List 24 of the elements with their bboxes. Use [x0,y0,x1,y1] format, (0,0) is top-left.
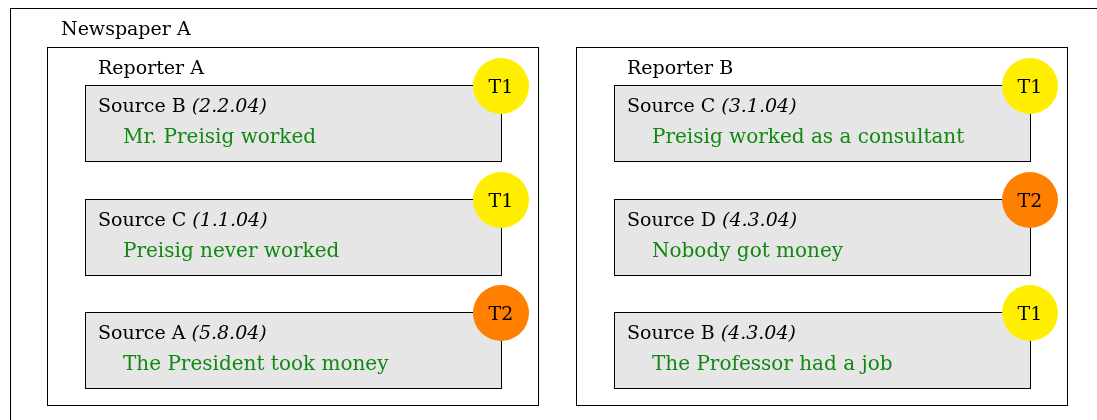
newspaper-panel [10,8,1097,420]
statement-text: Preisig worked as a consultant [652,124,965,148]
source-heading: Source A (5.8.04) [98,321,267,343]
tag-badge: T2 [473,285,529,341]
source-heading: Source C (1.1.04) [98,208,268,230]
statement-text: The Professor had a job [652,351,893,375]
source-heading: Source B (2.2.04) [98,94,267,116]
statement-text: Mr. Preisig worked [123,124,317,148]
source-heading: Source D (4.3.04) [627,208,798,230]
tag-badge: T1 [473,58,529,114]
statement-text: Preisig never worked [123,238,340,262]
tag-badge: T1 [1002,285,1058,341]
tag-badge: T2 [1002,172,1058,228]
reporter-panel [576,47,1068,406]
source-heading: Source C (3.1.04) [627,94,797,116]
statement-text: Nobody got money [652,238,844,262]
panel-heading: Reporter B [627,56,734,78]
tag-badge: T1 [1002,58,1058,114]
panel-heading: Newspaper A [61,17,191,39]
reporter-panel [47,47,539,406]
source-heading: Source B (4.3.04) [627,321,796,343]
panel-heading: Reporter A [98,56,204,78]
tag-badge: T1 [473,172,529,228]
statement-text: The President took money [123,351,389,375]
